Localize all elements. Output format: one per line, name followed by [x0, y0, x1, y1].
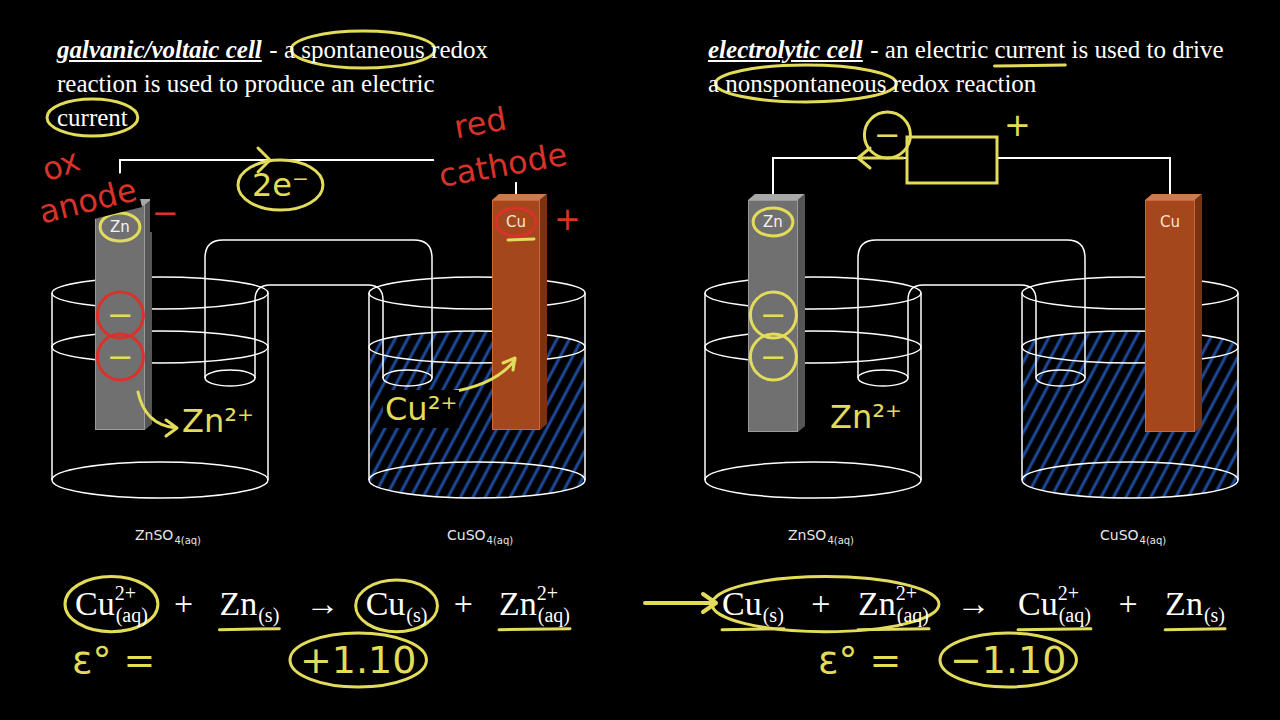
highlight-circle — [750, 292, 796, 338]
plate-top — [492, 194, 547, 200]
potential-value: +1.10 — [300, 638, 416, 682]
equation-term: + — [454, 585, 473, 623]
electrode-symbol: Cu — [1160, 201, 1180, 230]
terminal-sign: + — [1004, 106, 1031, 144]
equation-term: (s) — [763, 604, 784, 627]
electron-sign: − — [107, 296, 134, 334]
electron-sign: − — [760, 296, 787, 334]
ion-arrow — [138, 392, 177, 436]
cell-description: galvanic/voltaic cell- a spontaneous red… — [57, 33, 497, 135]
cell-description: electrolytic cell- an electric current i… — [708, 33, 1228, 101]
highlight-circle — [712, 577, 939, 632]
plate-side — [1195, 194, 1202, 432]
solution-formula: 4(aq) — [1140, 535, 1167, 546]
equation-term: Cu — [722, 585, 762, 623]
electrode-plate — [492, 200, 540, 430]
potential-value: −1.10 — [950, 638, 1066, 682]
ion-label: Cu²⁺ — [383, 390, 459, 428]
potential-symbol: ε° = — [818, 638, 901, 682]
equation-term: (aq) — [897, 604, 929, 627]
solution-formula: CuSO — [1100, 527, 1139, 543]
electrode-symbol: Zn — [763, 201, 783, 230]
plate-top — [1145, 194, 1202, 200]
equation-term: 2+ — [896, 582, 917, 605]
ion-label: Zn²⁺ — [182, 402, 254, 440]
electron-sign: − — [760, 338, 787, 376]
highlight-underline — [508, 239, 534, 240]
equation-term: 2+ — [115, 582, 136, 605]
electrode: Cu — [1145, 200, 1195, 432]
electron-flow-label: 2e⁻ — [252, 166, 309, 204]
highlight-circle — [65, 577, 158, 632]
plate-top — [748, 194, 805, 200]
solution-formula: 4(aq) — [827, 535, 854, 546]
highlight-underline — [1165, 629, 1225, 630]
equation-term: (aq) — [1059, 604, 1091, 627]
highlight-underline — [499, 629, 570, 630]
charge-sign: − — [150, 194, 181, 232]
electrode-plate — [1145, 200, 1195, 432]
cell-type-term: electrolytic cell — [708, 36, 863, 63]
equation-term: + — [1118, 585, 1137, 623]
equation-term: Zn — [1165, 585, 1203, 623]
highlight-circle — [750, 334, 796, 380]
equation-term: (s) — [1204, 604, 1225, 627]
equation-term: Cu — [75, 585, 115, 623]
equation-term: → — [306, 585, 340, 623]
highlight-underline — [219, 629, 279, 630]
electrode-symbol: Cu — [506, 201, 526, 230]
plate-side — [540, 194, 547, 430]
plate-side — [145, 199, 152, 430]
equation-term: + — [174, 585, 193, 623]
ion-arrow — [450, 358, 515, 392]
electrode: Cu — [492, 200, 540, 430]
equation-term: Zn — [499, 585, 537, 623]
highlights — [47, 31, 1225, 687]
highlight-circle — [97, 292, 143, 338]
solution-formula: 4(aq) — [487, 535, 514, 546]
solution-formula: CuSO — [447, 527, 486, 543]
equation-term: (s) — [258, 604, 279, 627]
solution-formula: 4(aq) — [174, 535, 201, 546]
equation-term: Zn — [858, 585, 896, 623]
potential-symbol: ε° = — [72, 638, 155, 682]
highlight-circle — [864, 112, 910, 158]
equation-term: Zn — [219, 585, 257, 623]
highlight-underline — [1018, 629, 1091, 630]
highlight-underline — [722, 629, 784, 630]
terminal-sign: − — [874, 116, 901, 154]
electron-sign: − — [107, 338, 134, 376]
highlight-circle — [238, 160, 323, 210]
ion-label: Zn²⁺ — [830, 398, 902, 436]
cell-type-term: galvanic/voltaic cell — [57, 36, 262, 63]
battery-symbol — [907, 137, 997, 183]
highlight-circle — [940, 633, 1076, 687]
equation-term: (aq) — [116, 604, 148, 627]
plate-side — [798, 194, 805, 432]
highlight-circle — [290, 633, 426, 687]
reduction-note: red — [449, 99, 511, 146]
highlight-circle — [97, 334, 143, 380]
pointer-arrow — [645, 594, 716, 612]
equation-term: 2+ — [1058, 582, 1079, 605]
equation-term: + — [811, 585, 830, 623]
charge-sign: + — [552, 200, 583, 238]
equation-term: (s) — [406, 604, 427, 627]
highlight-underline — [858, 629, 929, 630]
highlight-circle — [356, 580, 438, 632]
equation-term: 2+ — [537, 582, 558, 605]
equation-term: → — [957, 585, 991, 623]
highlight-underline — [995, 65, 1066, 66]
equation-term: (aq) — [538, 604, 570, 627]
solution-formula: ZnSO — [788, 527, 826, 543]
equation-term: Cu — [1018, 585, 1058, 623]
equation-term: Cu — [366, 585, 406, 623]
solution-formula: ZnSO — [135, 527, 173, 543]
